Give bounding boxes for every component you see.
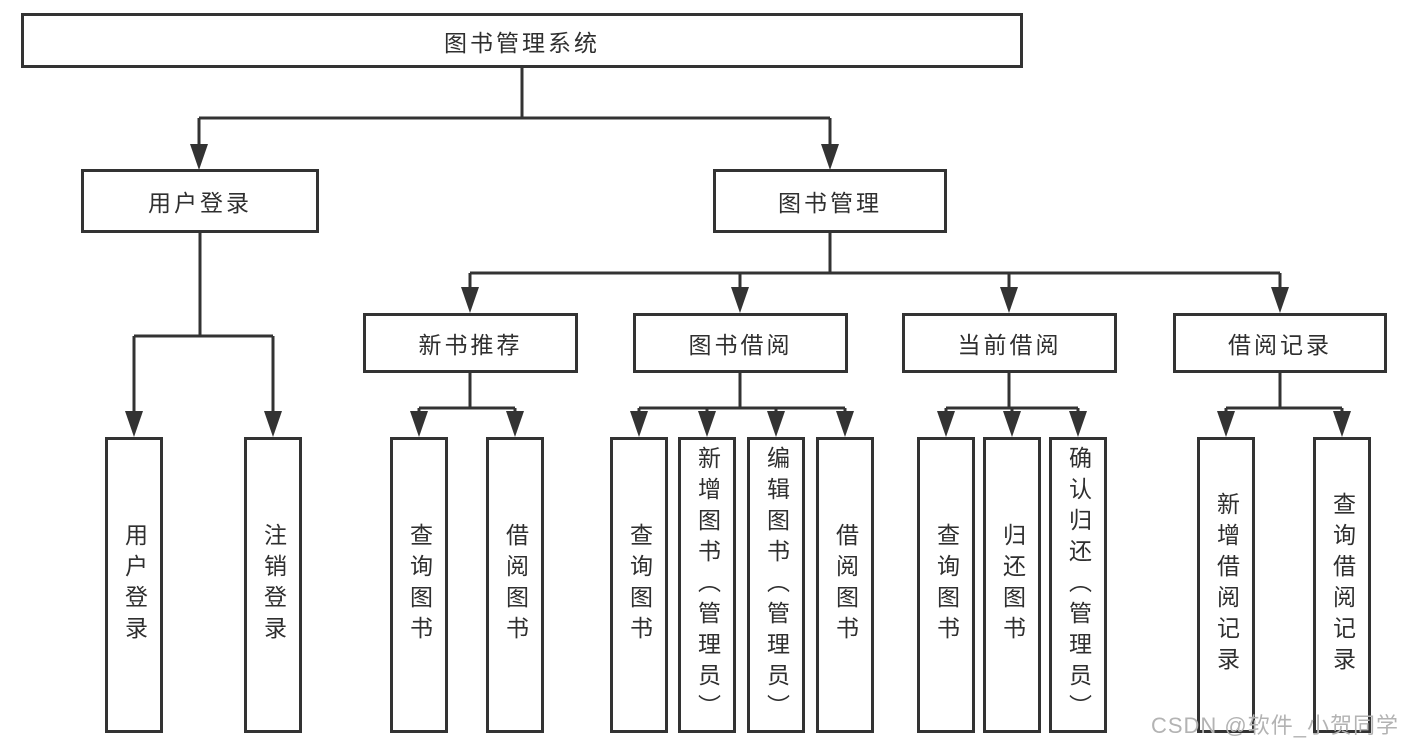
connector-borrow-records-branch bbox=[1217, 373, 1351, 437]
leaf-logout-login: 注销登录 bbox=[244, 437, 302, 733]
connector-book-borrow-branch bbox=[630, 373, 854, 437]
leaf-return-books: 归还图书 bbox=[983, 437, 1041, 733]
node-borrow-records: 借阅记录 bbox=[1173, 313, 1387, 373]
node-new-book-recommend: 新书推荐 bbox=[363, 313, 578, 373]
node-book-management: 图书管理 bbox=[713, 169, 947, 233]
connector-current-borrow-branch bbox=[937, 373, 1087, 437]
leaf-edit-book-admin: 编辑图书（管理员） bbox=[747, 437, 805, 733]
connector-root-to-level2 bbox=[190, 68, 839, 170]
leaf-query-books-borrow: 查询图书 bbox=[610, 437, 668, 733]
node-current-borrow: 当前借阅 bbox=[902, 313, 1117, 373]
node-root-library-system: 图书管理系统 bbox=[21, 13, 1023, 68]
leaf-borrow-books-recommend: 借阅图书 bbox=[486, 437, 544, 733]
leaf-query-borrow-record: 查询借阅记录 bbox=[1313, 437, 1371, 733]
csdn-watermark: CSDN @软件_小贺同学 bbox=[1150, 713, 1399, 738]
leaf-query-books-current: 查询图书 bbox=[917, 437, 975, 733]
connector-new-book-branch bbox=[410, 373, 524, 437]
node-user-login: 用户登录 bbox=[81, 169, 319, 233]
node-book-borrow: 图书借阅 bbox=[633, 313, 848, 373]
leaf-add-book-admin: 新增图书（管理员） bbox=[678, 437, 736, 733]
leaf-confirm-return-admin: 确认归还（管理员） bbox=[1049, 437, 1107, 733]
leaf-add-borrow-record: 新增借阅记录 bbox=[1197, 437, 1255, 733]
leaf-user-login: 用户登录 bbox=[105, 437, 163, 733]
leaf-borrow-books: 借阅图书 bbox=[816, 437, 874, 733]
connector-book-management-branch bbox=[461, 233, 1289, 313]
connector-user-login-branch bbox=[125, 233, 282, 437]
leaf-query-books-recommend: 查询图书 bbox=[390, 437, 448, 733]
